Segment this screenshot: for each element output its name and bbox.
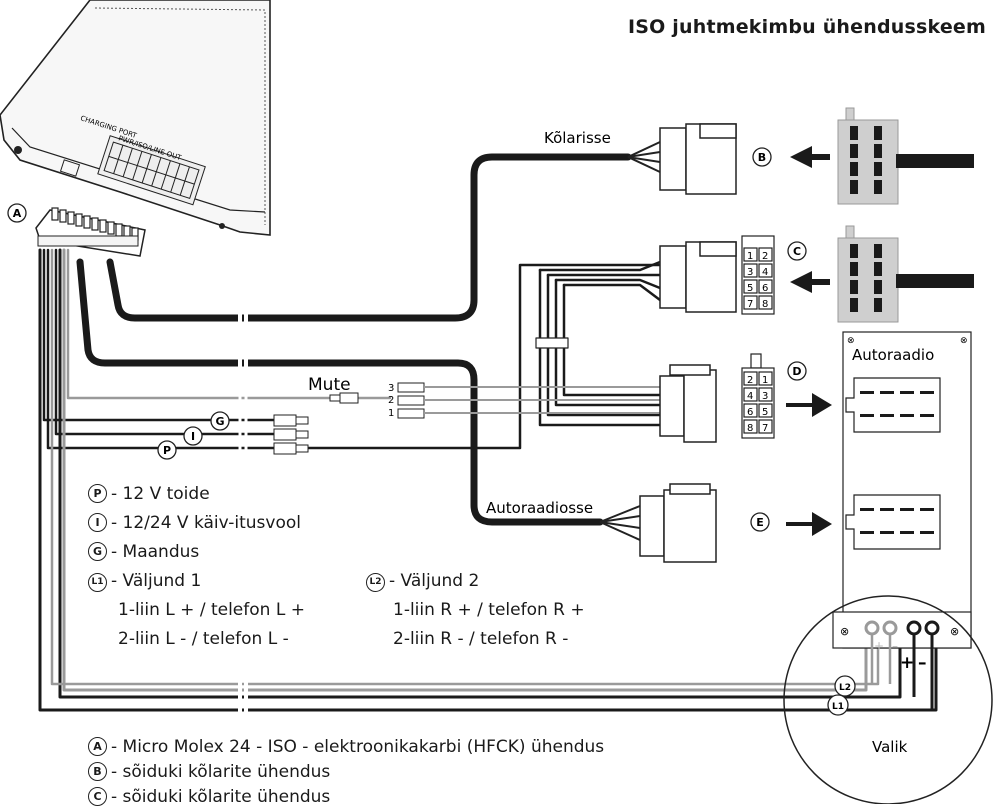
d-pin-3: 3	[762, 391, 768, 402]
d-pin-4: 4	[747, 391, 753, 402]
option-label: Valik	[872, 738, 908, 756]
legend-badge-i: I	[88, 513, 107, 532]
legend-badge-l2: L2	[366, 573, 385, 592]
d-pin-6: 6	[747, 407, 753, 418]
d-pin-5: 5	[762, 407, 768, 418]
mute-pin-1: 1	[388, 408, 394, 419]
diagram-title: ISO juhtmekimbu ühendusskeem	[627, 16, 986, 38]
arrow-e	[786, 512, 832, 536]
d-pin-8: 8	[747, 423, 753, 434]
legend-text-l2: - Väljund 2	[389, 571, 480, 591]
legend-text-g: - Maandus	[111, 542, 200, 562]
d-pin-7: 7	[762, 423, 768, 434]
circled-letters: A B C D E G I P L2 L1	[7, 147, 856, 716]
c-pin-4: 4	[762, 267, 768, 278]
legend-text-p: - 12 V toide	[111, 484, 210, 504]
label-e: E	[756, 516, 764, 529]
legend-l1-line2: 2-liin L - / telefon L -	[118, 629, 289, 649]
legend-row-g: G- Maandus	[88, 540, 199, 564]
bottom-badge-b: B	[88, 762, 107, 781]
legend-badge-g: G	[88, 542, 107, 561]
option-minus: –	[918, 653, 927, 673]
bottom-text-a: - Micro Molex 24 - ISO - elektroonikakar…	[111, 737, 605, 757]
bottom-text-c: - sõiduki kõlarite ühendus	[111, 787, 331, 807]
svg-text:⊗: ⊗	[960, 336, 968, 346]
arrow-d	[786, 393, 832, 417]
connector-c-pinmap	[741, 235, 775, 315]
connector-b-housing	[627, 123, 737, 195]
c-pin-6: 6	[762, 283, 768, 294]
c-pin-5: 5	[747, 283, 753, 294]
connector-e-housing	[599, 483, 717, 563]
label-p: P	[163, 444, 171, 457]
legend-l2-line1: 1-liin R + / telefon R +	[393, 600, 585, 620]
label-i: I	[191, 430, 195, 443]
legend-badge-l1: L1	[88, 573, 107, 592]
arrow-c	[790, 271, 830, 293]
svg-text:⊗: ⊗	[840, 625, 849, 638]
arrow-b	[790, 146, 830, 168]
autoraadio-label: Autoraadio	[852, 346, 934, 364]
svg-text:⊗: ⊗	[950, 625, 959, 638]
svg-text:–: –	[892, 639, 898, 653]
label-b: B	[758, 151, 766, 164]
legend-text-i: - 12/24 V käiv-itusvool	[111, 513, 301, 533]
mute-plug: Mute 3 2 1	[308, 375, 660, 419]
arrows	[786, 146, 832, 536]
legend-badge-p: P	[88, 484, 107, 503]
d-pin-1: 1	[762, 375, 768, 386]
connector-a	[35, 207, 146, 257]
option-plus: +	[900, 653, 914, 673]
c-pin-3: 3	[747, 267, 753, 278]
hfck-device: CHARGING PORT PWR/ISO/LINE OUT	[0, 0, 271, 236]
c-pin-7: 7	[747, 299, 753, 310]
legend-row-p: P- 12 V toide	[88, 482, 210, 506]
vehicle-plug-b	[837, 107, 974, 205]
mute-pin-3: 3	[388, 383, 394, 394]
bottom-row-a: A- Micro Molex 24 - ISO - elektroonikaka…	[88, 735, 604, 760]
bottom-legend: A- Micro Molex 24 - ISO - elektroonikaka…	[88, 735, 604, 810]
c-pin-1: 1	[747, 251, 753, 262]
legend-row-i: I- 12/24 V käiv-itusvool	[88, 511, 301, 535]
bottom-text-b: - sõiduki kõlarite ühendus	[111, 762, 331, 782]
bottom-badge-a: A	[88, 737, 107, 756]
bottom-badge-c: C	[88, 787, 107, 806]
label-l2: L2	[839, 683, 851, 693]
legend-l2-line2: 2-liin R - / telefon R -	[393, 629, 569, 649]
radio-wire-label: Autoraadiosse	[486, 499, 593, 517]
bottom-row-c: C- sõiduki kõlarite ühendus	[88, 785, 604, 810]
label-c: C	[793, 245, 801, 258]
option-circle: + – + – Valik	[783, 595, 993, 804]
c-pin-2: 2	[762, 251, 768, 262]
svg-text:+: +	[874, 639, 884, 653]
label-l1: L1	[832, 702, 844, 712]
vehicle-plug-c	[837, 225, 974, 323]
speakers-wire-label: Kõlarisse	[544, 129, 611, 147]
legend-l1-line1: 1-liin L + / telefon L +	[118, 600, 305, 620]
svg-text:⊗: ⊗	[847, 336, 855, 346]
bottom-row-b: B- sõiduki kõlarite ühendus	[88, 760, 604, 785]
connector-c-housing	[659, 241, 737, 313]
main-cables	[38, 153, 938, 718]
c-pin-8: 8	[762, 299, 768, 310]
connector-d-housing	[659, 364, 717, 443]
mute-pin-2: 2	[388, 395, 394, 406]
d-pin-2: 2	[747, 375, 753, 386]
legend-row-l2: L2- Väljund 2	[366, 569, 479, 593]
autoraadio-box: Autoraadio ⊗ ⊗ ⊗ ⊗	[832, 331, 972, 649]
legend-text-l1: - Väljund 1	[111, 571, 202, 591]
connector-c-pin-numbers: 1 2 3 4 5 6 7 8	[747, 251, 768, 310]
label-g: G	[215, 415, 224, 428]
gip-plugs	[273, 414, 309, 455]
connector-d-pin-numbers: 2 1 4 3 6 5 8 7	[747, 375, 768, 434]
label-a: A	[13, 207, 22, 220]
connector-d-pinmap	[741, 353, 775, 439]
mute-label: Mute	[308, 375, 351, 395]
label-d: D	[792, 365, 801, 378]
legend-row-l1: L1- Väljund 1	[88, 569, 201, 593]
